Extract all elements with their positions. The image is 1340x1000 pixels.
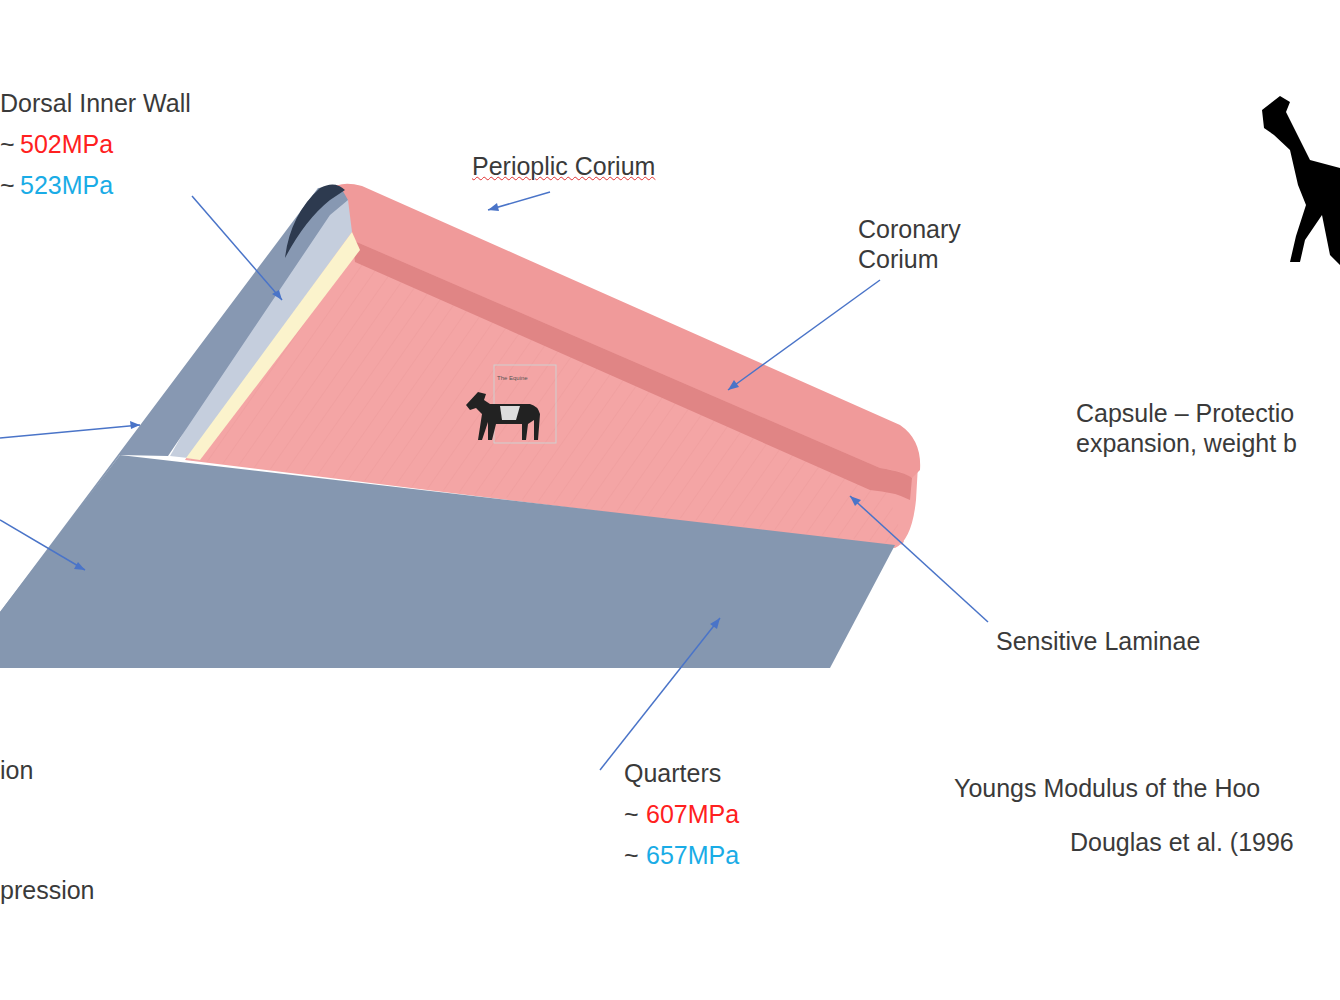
modulus-value: 657MPa [646,840,739,870]
part-label: Perioplic Corium [472,151,655,181]
leader-line [850,496,988,622]
arrow-head [850,496,861,506]
leader-line [728,280,880,390]
part-label: Sensitive Laminae [996,626,1200,656]
arrow-head [710,618,720,629]
approx-sign: ~ [624,840,639,870]
part-label: Dorsal Inner Wall [0,88,191,118]
approx-sign: ~ [624,799,639,829]
quarters-wall [0,455,895,668]
horse-marking [500,406,520,420]
part-label: Coronary Corium [858,214,998,274]
arrow-head [272,290,282,300]
arrow-head [74,562,85,570]
leader-line [0,425,140,438]
leader-line [0,520,85,570]
part-label: ion [0,755,33,785]
part-label: Quarters [624,758,721,788]
note-text: Capsule – Protectio expansion, weight b [1076,398,1338,458]
periople-curl [285,184,345,258]
modulus-value: 523MPa [20,170,113,200]
source-note: Youngs Modulus of the Hoo [954,773,1260,803]
leader-line [488,192,550,210]
arrow-head [130,421,140,429]
perioplic-corium [330,184,920,478]
approx-sign: ~ [0,129,15,159]
approx-sign: ~ [0,170,15,200]
coronary-corium [352,240,912,500]
arrow-head [728,380,739,390]
leader-line [600,618,720,770]
inner-wall-layer [170,190,352,458]
horse-icon [466,392,540,440]
modulus-value: 607MPa [646,799,739,829]
part-label: pression [0,875,95,905]
leader-line [192,196,282,300]
modulus-value: 502MPa [20,129,113,159]
citation: Douglas et al. (1996 [1070,827,1294,857]
arrow-head [488,203,499,211]
inset-caption: The Equine [497,375,528,382]
horse-silhouette [1262,96,1340,265]
